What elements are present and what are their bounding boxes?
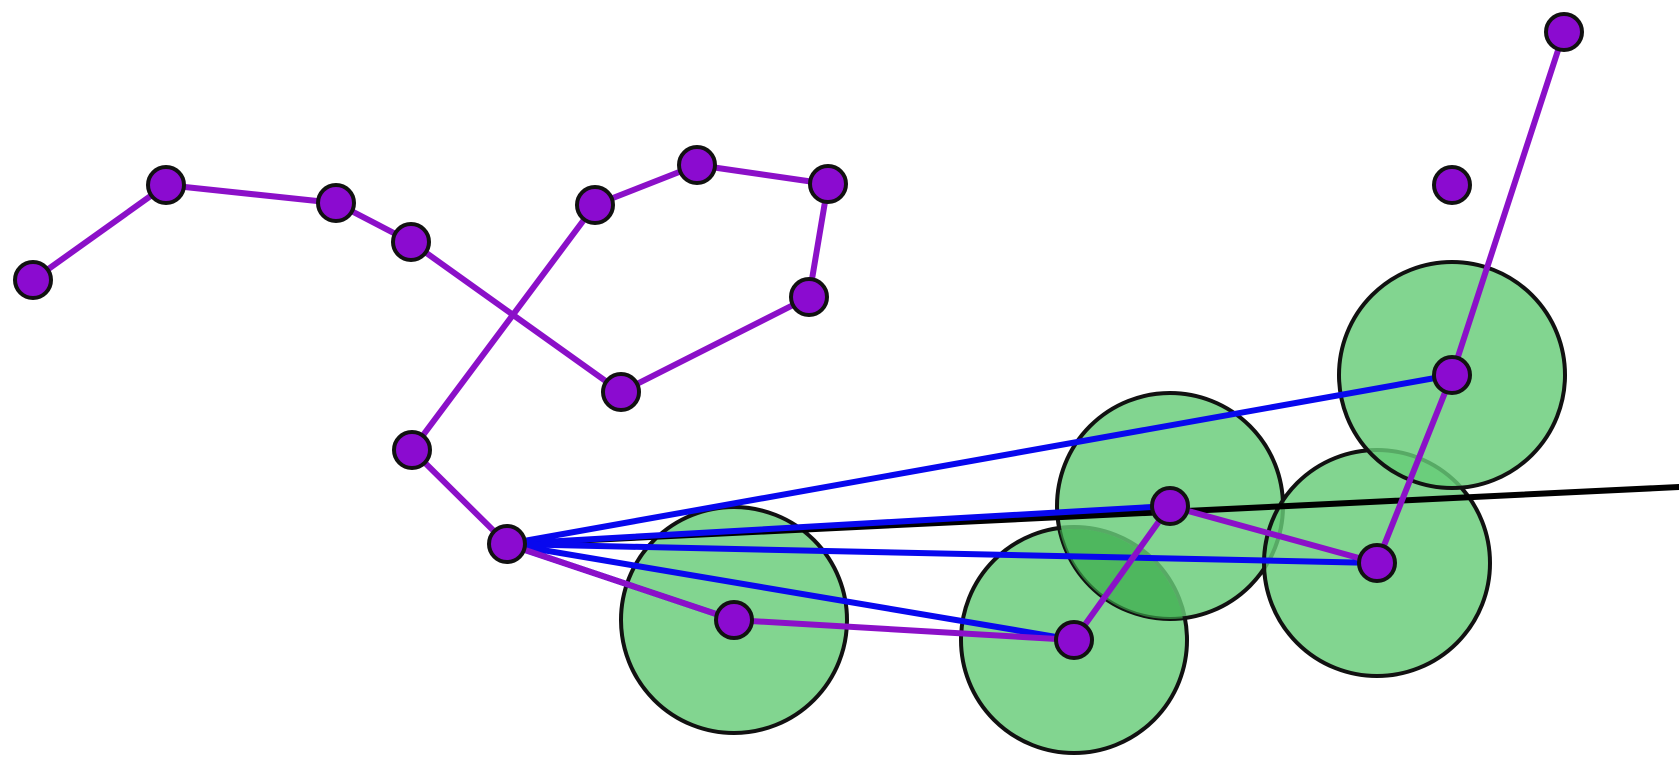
blue-link-3 (504, 503, 1173, 547)
chain-edge-4 (408, 239, 624, 395)
node-n09 (575, 185, 615, 225)
node-n20 (1432, 165, 1472, 205)
node-n19 (1432, 355, 1472, 395)
node-n01 (13, 260, 53, 300)
node-n07 (808, 164, 848, 204)
node-n08 (677, 145, 717, 185)
chain-edge-10 (409, 447, 510, 547)
circle-layer (619, 260, 1567, 755)
node-n17 (1150, 486, 1190, 526)
node-n16 (1054, 620, 1094, 660)
node-n10 (392, 430, 432, 470)
node-n02 (146, 165, 186, 205)
node-top-right (1544, 12, 1584, 52)
node-n04 (391, 222, 431, 262)
chain-edge-13 (1071, 503, 1173, 643)
node-n06 (789, 277, 829, 317)
circle-overlap-layer (1057, 529, 1185, 619)
node-n18 (1357, 543, 1397, 583)
chain-edge-12 (731, 617, 1077, 643)
blue-link-5 (504, 372, 1455, 547)
chain-edge-7 (694, 162, 831, 187)
node-n03 (316, 183, 356, 223)
chain-edge-layer (30, 29, 1567, 643)
node-n11 (487, 524, 527, 564)
chain-edge-5 (618, 294, 812, 395)
node-n05 (601, 372, 641, 412)
chain-edge-11 (504, 541, 737, 623)
chain-edge-1 (30, 182, 169, 283)
blue-link-4 (504, 541, 1380, 566)
chain-edge-15 (1374, 372, 1455, 566)
circle-overlap (1057, 529, 1185, 619)
node-layer (13, 12, 1584, 660)
chain-edge-9 (409, 202, 598, 453)
chain-edge-14 (1167, 503, 1380, 566)
blue-link-2 (504, 541, 1077, 643)
chain-edge-16 (1449, 29, 1567, 378)
node-n15 (714, 600, 754, 640)
chain-edge-2 (163, 182, 339, 206)
